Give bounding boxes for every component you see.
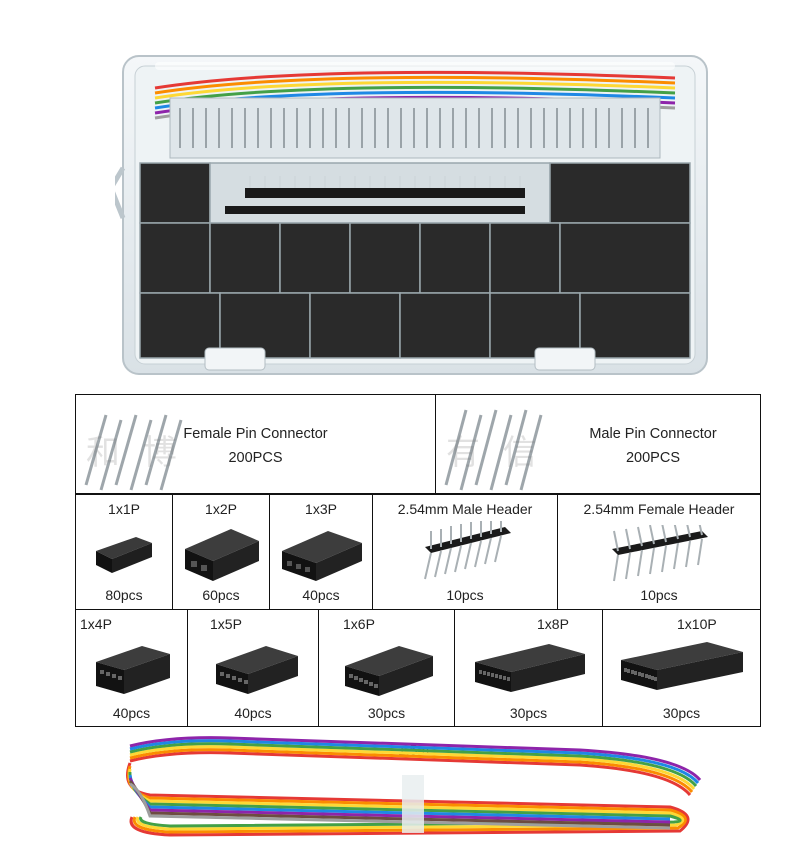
female-pin-image [84,414,183,491]
item-cell-1x10p: 1x10P 30pcs [602,609,761,727]
item-qty: 40pcs [302,587,340,603]
item-cell-1x2p: 1x2P 60pcs [172,494,270,610]
item-qty: 40pcs [112,705,151,721]
item-name: 1x3P [305,501,337,517]
item-name: 2.54mm Male Header [397,501,533,517]
male-pin-qty: 200PCS [625,450,680,466]
item-name: 1x10P [677,616,717,632]
item-cell-female-header: 2.54mm Female Header 10pcs [557,494,761,610]
item-name: 1x8P [537,616,569,632]
item-name: 2.54mm Female Header [583,501,735,517]
item-name: 1x1P [108,501,140,517]
item-qty: 60pcs [202,587,240,603]
item-name: 1x4P [80,616,112,632]
1x2p-housing-image [185,529,259,581]
item-qty: 30pcs [509,705,548,721]
female-pin-qty: 200PCS [228,450,283,466]
item-cell-1x6p: 1x6P 30pcs [318,609,455,727]
item-cell-1x5p: 1x5P 40pcs [187,609,319,727]
female-pin-connector-cell: 和 博 Female Pin Connector 200PCS [75,394,436,494]
watermark: 和 博 [86,433,183,473]
item-qty: 30pcs [367,705,406,721]
1x3p-housing-image [282,531,362,581]
item-qty: 80pcs [105,587,143,603]
male-pin-image [444,409,543,491]
female-header-image [612,525,708,582]
item-cell-1x8p: 1x8P 30pcs [454,609,603,727]
item-qty: 10pcs [446,587,484,603]
item-cell-1x1p: 1x1P 80pcs [75,494,173,610]
1x8p-housing-image [475,644,585,692]
female-pin-title: Female Pin Connector [183,426,328,442]
item-name: 1x5P [210,616,242,632]
1x6p-housing-image [345,646,433,696]
item-cell-1x4p: 1x4P 40pcs [75,609,188,727]
item-name: 1x6P [343,616,375,632]
item-qty: 30pcs [662,705,701,721]
male-pin-connector-cell: 有 信 Male Pin Connector 200PCS [435,394,761,494]
item-cell-1x3p: 1x3P 40pcs [269,494,373,610]
storage-box-image [115,55,708,375]
1x1p-housing-image [96,537,152,573]
male-header-image [424,521,511,580]
1x4p-housing-image [96,646,170,694]
item-name: 1x2P [205,501,237,517]
rainbow-ribbon-cable-image [126,736,702,837]
item-cell-male-header: 2.54mm Male Header 10pcs [372,494,558,610]
1x10p-housing-image [621,642,743,690]
1x5p-housing-image [216,646,298,694]
watermark: 有 信 [446,433,543,473]
item-qty: 10pcs [640,587,678,603]
item-qty: 40pcs [234,705,272,721]
male-pin-title: Male Pin Connector [589,426,717,442]
